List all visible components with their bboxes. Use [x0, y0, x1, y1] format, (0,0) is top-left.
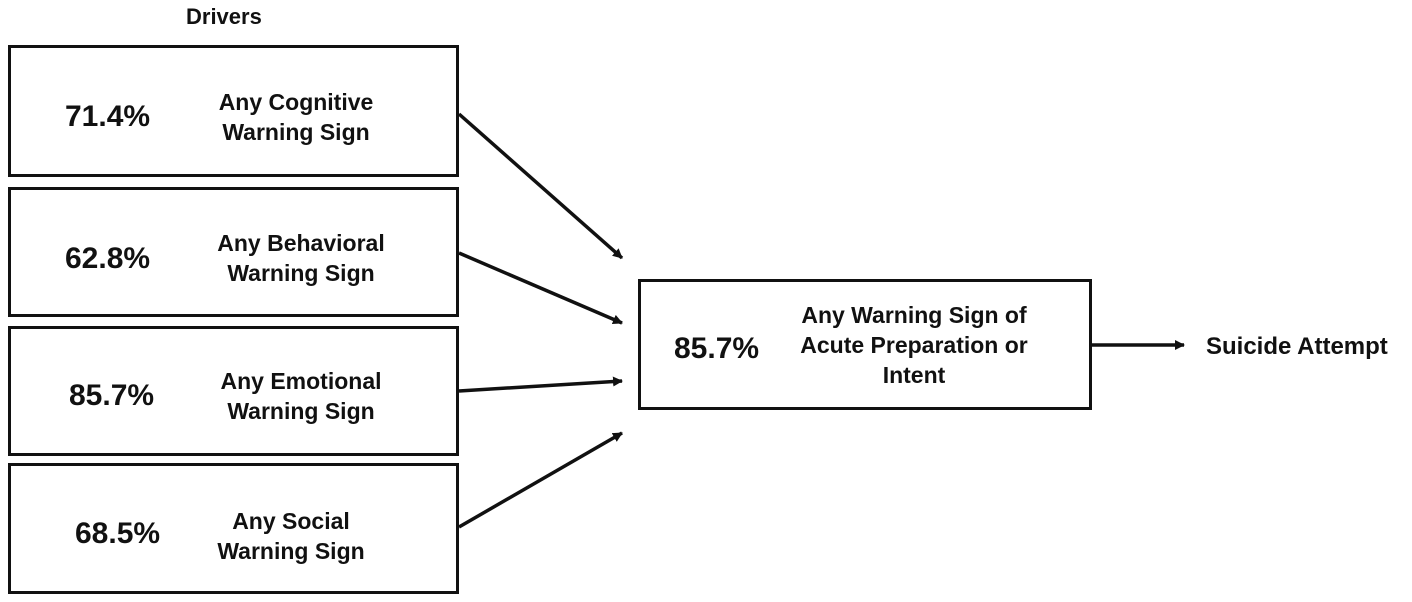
- drivers-heading: Drivers: [186, 4, 262, 29]
- arrow-emotional-to-mediator: [458, 376, 623, 393]
- mediator-label: Any Warning Sign of Acute Preparation or…: [794, 300, 1034, 390]
- driver-label-line: Warning Sign: [217, 538, 365, 564]
- driver-box-emotional: 85.7% Any Emotional Warning Sign: [8, 326, 459, 456]
- driver-label: Any Emotional Warning Sign: [201, 366, 401, 426]
- mediator-label-line: Any Warning Sign of: [801, 302, 1027, 328]
- mediator-percent: 85.7%: [674, 332, 760, 365]
- driver-percent: 68.5%: [75, 517, 161, 550]
- driver-percent: 85.7%: [69, 379, 155, 412]
- driver-label: Any Behavioral Warning Sign: [201, 228, 401, 288]
- driver-label: Any Cognitive Warning Sign: [201, 87, 391, 147]
- driver-label-line: Any Cognitive: [218, 89, 374, 115]
- driver-label-line: Any Behavioral: [217, 230, 385, 256]
- driver-percent: 62.8%: [65, 242, 151, 275]
- driver-label-line: Warning Sign: [227, 260, 375, 286]
- driver-label-line: Any Emotional: [220, 368, 382, 394]
- mediator-label-line: Acute Preparation or: [800, 332, 1028, 358]
- outcome-label: Suicide Attempt: [1206, 333, 1388, 360]
- driver-box-behavioral: 62.8% Any Behavioral Warning Sign: [8, 187, 459, 317]
- driver-label-line: Warning Sign: [222, 119, 370, 145]
- mediator-label-line: Intent: [882, 362, 946, 388]
- driver-box-cognitive: 71.4% Any Cognitive Warning Sign: [8, 45, 459, 177]
- driver-percent: 71.4%: [65, 100, 151, 133]
- driver-label-line: Any Social: [232, 508, 350, 534]
- driver-label: Any Social Warning Sign: [206, 506, 376, 566]
- driver-box-social: 68.5% Any Social Warning Sign: [8, 463, 459, 594]
- arrow-social-to-mediator: [458, 431, 623, 529]
- mediator-box: 85.7% Any Warning Sign of Acute Preparat…: [638, 279, 1092, 410]
- driver-label-line: Warning Sign: [227, 398, 375, 424]
- arrow-cognitive-to-mediator: [457, 112, 624, 260]
- arrow-behavioral-to-mediator: [458, 251, 623, 325]
